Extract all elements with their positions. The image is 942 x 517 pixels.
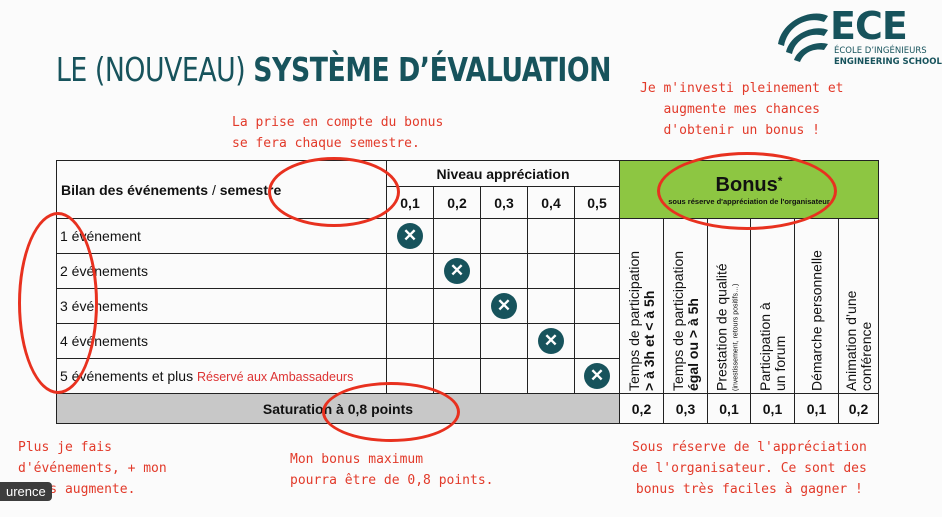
bonus-value-2: 0,3 xyxy=(663,393,708,424)
bonus-col-1: Temps de participation> à 3h et < à 5h xyxy=(619,218,664,394)
level-0-3: 0,3 xyxy=(480,186,528,219)
annotation-top-right: Je m'investi pleinement et augmente mes … xyxy=(640,81,844,138)
slide-title: LE (NOUVEAU) SYSTÈME D’ÉVALUATION xyxy=(56,50,612,89)
annotation-circle-events xyxy=(18,212,98,394)
ambassador-note: Réservé aux Ambassadeurs xyxy=(196,370,354,384)
row-label-4: 4 événements xyxy=(56,323,387,359)
check-x-icon: ✕ xyxy=(491,293,517,319)
video-tooltip: urence xyxy=(0,482,52,501)
bonus-value-1: 0,2 xyxy=(619,393,664,424)
check-x-icon: ✕ xyxy=(397,223,423,249)
logo-word: ECE xyxy=(830,4,908,48)
logo-line2: ENGINEERING SCHOOL xyxy=(834,57,942,67)
check-x-icon: ✕ xyxy=(538,328,564,354)
annotation-bottom-right: Sous réserve de l'appréciation de l'orga… xyxy=(632,440,867,497)
bonus-col-5: Démarche personnelle xyxy=(794,218,839,394)
ece-logo: ECE ÉCOLE D’INGÉNIEURS ENGINEERING SCHOO… xyxy=(772,4,942,70)
header-niveau: Niveau appréciation xyxy=(386,160,620,187)
bonus-value-4: 0,1 xyxy=(750,393,795,424)
level-0-5: 0,5 xyxy=(574,186,620,219)
annotation-circle-bonus xyxy=(657,152,837,230)
bonus-value-6: 0,2 xyxy=(838,393,879,424)
ece-logo-mark-icon xyxy=(778,13,828,62)
row-label-5: 5 événements et plus Réservé aux Ambassa… xyxy=(56,358,387,394)
level-0-2: 0,2 xyxy=(433,186,481,219)
row-label-3: 3 événements xyxy=(56,288,387,324)
bonus-value-5: 0,1 xyxy=(794,393,839,424)
annotation-circle-saturation xyxy=(322,382,460,442)
level-0-4: 0,4 xyxy=(527,186,575,219)
bonus-value-3: 0,1 xyxy=(707,393,751,424)
check-x-icon: ✕ xyxy=(444,258,470,284)
annotation-bottom-middle: Mon bonus maximum pourra être de 0,8 poi… xyxy=(290,452,494,488)
annotation-circle-semestre xyxy=(268,157,400,227)
bonus-col-3: Prestation de qualité(investissement, re… xyxy=(707,218,751,394)
logo-line1: ÉCOLE D’INGÉNIEURS xyxy=(834,46,927,56)
annotation-top-middle: La prise en compte du bonus se fera chaq… xyxy=(232,115,444,151)
row-label-2: 2 événements xyxy=(56,253,387,289)
check-x-icon: ✕ xyxy=(584,363,610,389)
